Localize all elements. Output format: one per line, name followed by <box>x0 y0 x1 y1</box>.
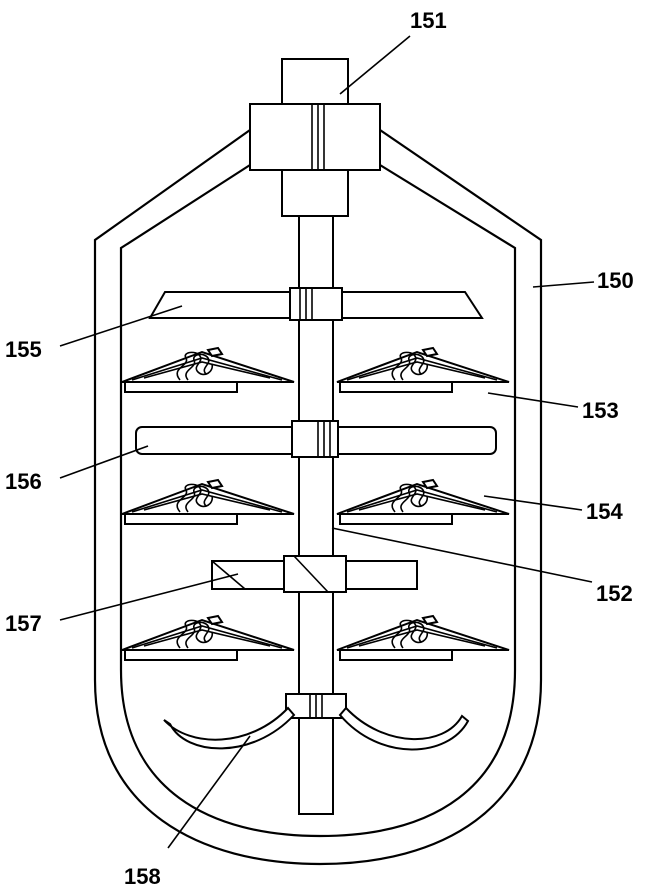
motor-top <box>281 58 349 105</box>
label-154: 154 <box>586 499 623 524</box>
leader-153 <box>487 392 579 408</box>
label-153: 153 <box>582 398 619 423</box>
spiral-plate-154-right <box>336 479 510 525</box>
scraper-158-left <box>163 706 296 750</box>
label-152: 152 <box>596 581 633 606</box>
leader-152 <box>331 527 593 583</box>
leader-158 <box>167 735 251 849</box>
label-157: 157 <box>5 611 42 636</box>
tank-outer-wall <box>93 129 543 866</box>
tank-inner-wall <box>119 164 517 838</box>
spiral-plate-153-right <box>336 347 510 393</box>
leader-150 <box>532 281 595 288</box>
motor-body <box>249 103 381 171</box>
leader-156 <box>59 445 149 479</box>
label-158: 158 <box>124 864 161 889</box>
label-150: 150 <box>597 268 634 293</box>
label-155: 155 <box>5 337 42 362</box>
leader-157 <box>59 573 239 621</box>
spiral-plate-153-left <box>121 347 295 393</box>
leader-154 <box>483 495 583 511</box>
scraper-158-right <box>338 706 470 751</box>
spiral-plate-lower-right <box>336 615 510 661</box>
spiral-plate-lower-left <box>121 615 295 661</box>
coupling <box>281 169 349 217</box>
leader-151 <box>339 35 411 95</box>
label-151: 151 <box>410 8 447 33</box>
label-156: 156 <box>5 469 42 494</box>
spiral-plate-154-left <box>121 479 295 525</box>
leader-155 <box>59 305 183 347</box>
